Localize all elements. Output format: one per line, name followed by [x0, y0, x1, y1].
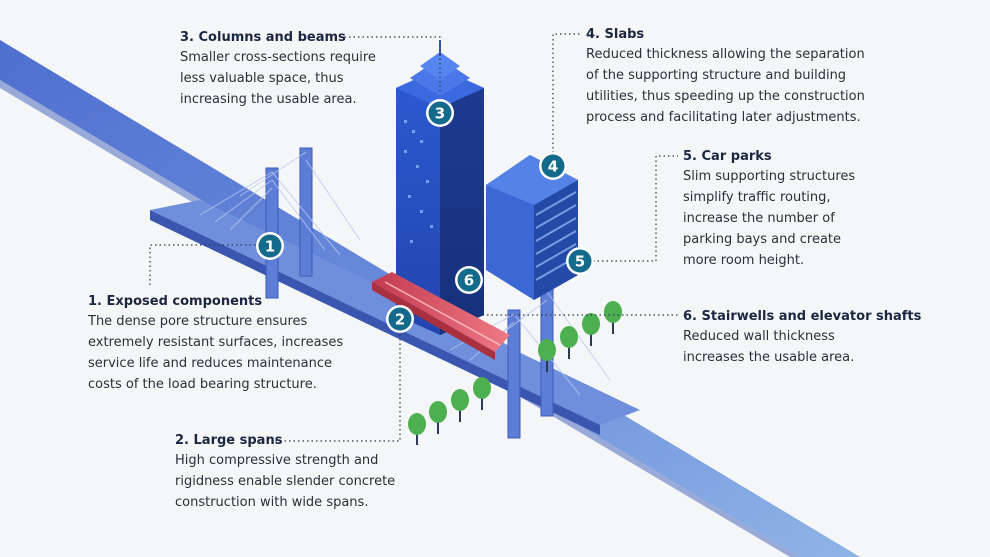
badge-5-label: 5 — [575, 253, 585, 271]
badge-3: 3 — [426, 99, 454, 127]
callout-3-title: 3. Columns and beams — [180, 30, 346, 45]
callout-5-text: Slim supporting structures simplify traf… — [683, 169, 856, 268]
callout-exposed-components: 1. Exposed components The dense pore str… — [88, 293, 388, 395]
callout-2-text: High compressive strength and rigidness … — [175, 453, 396, 510]
badge-1: 1 — [256, 232, 284, 260]
callout-1-text: The dense pore structure ensures extreme… — [88, 314, 344, 392]
leader-lines — [149, 33, 678, 442]
badge-6-label: 6 — [464, 272, 474, 290]
callout-3-text: Smaller cross-sections require less valu… — [180, 50, 376, 107]
train — [372, 272, 510, 360]
callout-large-spans: 2. Large spans High compressive strength… — [175, 432, 435, 513]
leader-4 — [552, 33, 580, 153]
slab-building — [486, 155, 578, 300]
badge-4-label: 4 — [548, 158, 558, 176]
callout-columns-beams: 3. Columns and beams Smaller cross-secti… — [180, 29, 420, 110]
badge-4: 4 — [539, 152, 567, 180]
leader-2 — [272, 330, 401, 442]
bridge-deck-edge — [150, 210, 600, 435]
callout-6-title: 6. Stairwells and elevator shafts — [683, 309, 922, 324]
badge-5: 5 — [566, 247, 594, 275]
leader-5 — [593, 155, 678, 262]
callout-4-text: Reduced thickness allowing the separatio… — [586, 47, 865, 125]
badge-2: 2 — [386, 305, 414, 333]
trees — [408, 301, 622, 445]
callout-5-title: 5. Car parks — [683, 149, 772, 164]
callout-4-title: 4. Slabs — [586, 27, 645, 42]
badge-2-label: 2 — [395, 311, 405, 329]
callout-slabs: 4. Slabs Reduced thickness allowing the … — [586, 26, 896, 128]
badge-6: 6 — [455, 266, 483, 294]
callout-stairwells-shafts: 6. Stairwells and elevator shafts Reduce… — [683, 308, 973, 368]
badge-1-label: 1 — [265, 238, 275, 256]
leader-3 — [340, 36, 441, 92]
callout-2-title: 2. Large spans — [175, 433, 283, 448]
callout-car-parks: 5. Car parks Slim supporting structures … — [683, 148, 893, 271]
callout-6-text: Reduced wall thickness increases the usa… — [683, 329, 855, 365]
badge-3-label: 3 — [435, 105, 445, 123]
callout-1-title: 1. Exposed components — [88, 294, 263, 309]
